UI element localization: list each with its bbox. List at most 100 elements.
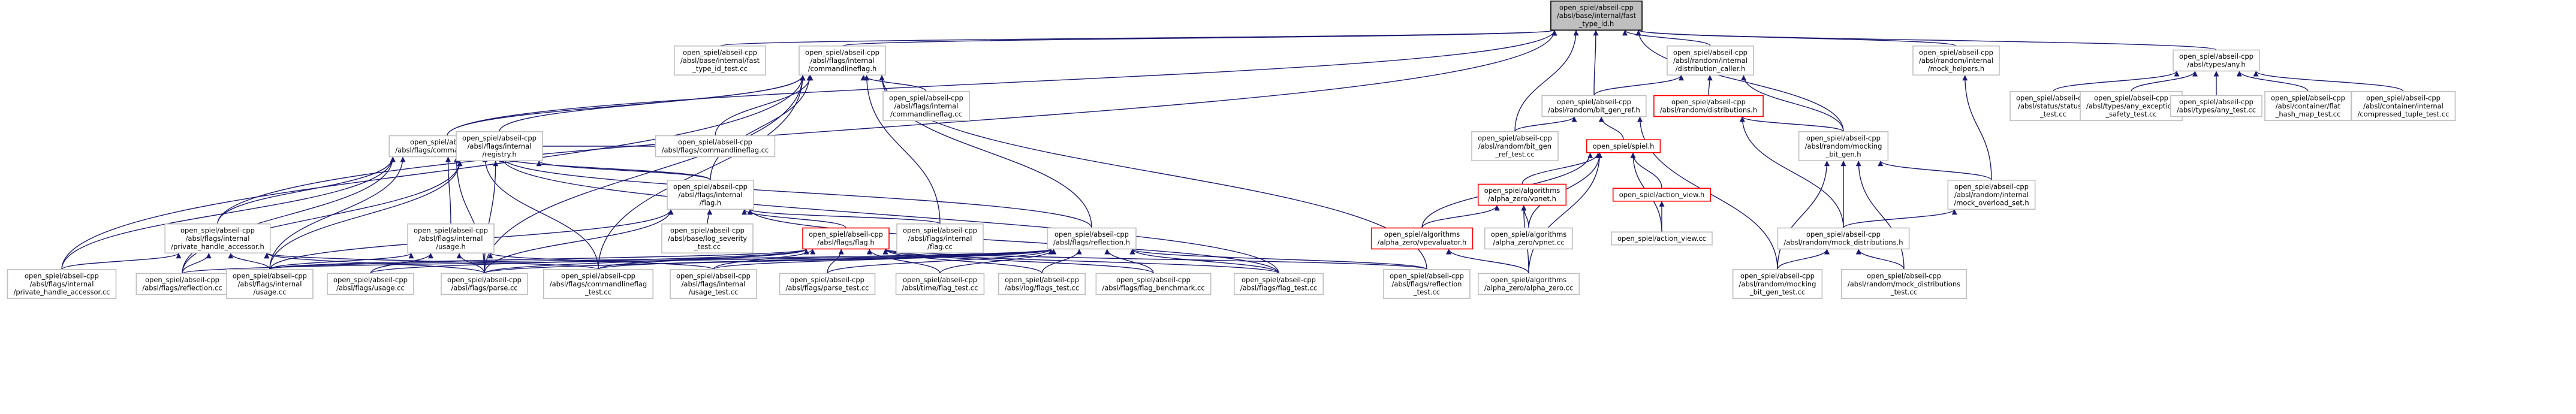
edge (484, 209, 674, 274)
node-distribution-caller[interactable]: open_spiel/abseil-cpp/absl/random/intern… (1667, 45, 1754, 76)
node-distributions-h[interactable]: open_spiel/abseil-cpp/absl/random/distri… (1653, 95, 1764, 117)
node-parse-cc[interactable]: open_spiel/abseil-cpp/absl/flags/parse.c… (441, 273, 528, 295)
node-label-line: open_spiel/abseil-cpp (1867, 271, 1941, 280)
node-parse-test[interactable]: open_spiel/abseil-cpp/absl/flags/parse_t… (779, 273, 876, 295)
edge-any-h-to-statusor-test (2053, 70, 2180, 92)
edge-distributions-h-to-mock-distributions-h (1739, 116, 1844, 228)
node-box (2173, 49, 2260, 72)
node-usage-cc-int[interactable]: open_spiel/abseil-cpp/absl/flags/interna… (226, 268, 314, 300)
edge (1622, 29, 1711, 47)
edge-reflection-h-to-usage-cc-int (269, 248, 1053, 270)
edge (715, 75, 814, 136)
node-box (1653, 95, 1764, 117)
node-label-line: /absl/flags/commandlineflag.cc (662, 146, 769, 155)
node-label-line: open_spiel/abseil-cpp (1954, 182, 2029, 191)
edge (482, 156, 599, 270)
edge-reflection-h-to-reflection-cc (182, 248, 1053, 274)
edge (1777, 249, 1830, 270)
node-label-line: open_spiel/abseil-cpp (2179, 98, 2253, 106)
node-label-line: open_spiel/abseil-cpp (1116, 276, 1191, 284)
node-commandlineflag-test[interactable]: open_spiel/abseil-cpp/absl/flags/command… (543, 268, 654, 300)
node-bit-gen-ref[interactable]: open_spiel/abseil-cpp/absl/random/bit_ge… (1541, 95, 1647, 117)
node-flag-h[interactable]: open_spiel/abseil-cpp/absl/flags/flag.h (802, 227, 890, 250)
node-flag-h-int[interactable]: open_spiel/abseil-cpp/absl/flags/interna… (667, 179, 754, 210)
node-any-exception[interactable]: open_spiel/abseil-cpp/absl/types/any_exc… (2080, 90, 2183, 122)
edge-private-handle-accessor-h-to-private-handle-accessor-cc (61, 252, 182, 270)
node-usage-cc[interactable]: open_spiel/abseil-cpp/absl/flags/usage.c… (327, 273, 414, 295)
node-label-line: open_spiel/abseil-cpp (670, 226, 745, 234)
edge-reflection-h-to-flag-benchmark (1104, 249, 1154, 274)
edge (710, 75, 812, 180)
edge (1104, 249, 1154, 274)
node-mock-helpers[interactable]: open_spiel/abseil-cpp/absl/random/intern… (1912, 45, 2000, 76)
node-label-line: open_spiel/abseil-cpp (1390, 271, 1464, 280)
node-label-line: /absl/flags/internal (186, 234, 250, 243)
node-label-line: /absl/container/internal (2363, 102, 2444, 110)
node-private-handle-accessor-h[interactable]: open_spiel/abseil-cpp/absl/flags/interna… (164, 223, 271, 254)
node-statusor-test[interactable]: open_spiel/abseil-cpp/absl/status/status… (2009, 90, 2097, 122)
node-alpha-zero-vpnet-cc[interactable]: open_spiel/algorithms/alpha_zero/vpnet.c… (1484, 227, 1574, 250)
node-flag-cc-int[interactable]: open_spiel/abseil-cpp/absl/flags/interna… (896, 223, 984, 254)
edge (484, 75, 806, 274)
edge-fast-type-id-to-fast-type-id-test (719, 29, 1557, 47)
node-fast-type-id-test[interactable]: open_spiel/abseil-cpp/absl/base/internal… (674, 45, 766, 76)
edge-commandlineflag-h-to-usage-h-int (445, 156, 451, 224)
node-mocking-bit-gen[interactable]: open_spiel/abseil-cpp/absl/random/mockin… (1798, 131, 1889, 162)
node-label-line: /absl/base/internal/fast (680, 56, 760, 65)
node-bit-gen-ref-test[interactable]: open_spiel/abseil-cpp/absl/random/bit_ge… (1471, 131, 1559, 162)
node-spiel-h[interactable]: open_spiel/spiel.h (1586, 139, 1661, 153)
edge-commandlineflag-h-int-to-registry (499, 75, 806, 132)
node-label-line: _ref_test.cc (1495, 150, 1535, 158)
node-mock-overload-set[interactable]: open_spiel/abseil-cpp/absl/random/intern… (1947, 179, 2036, 210)
node-label-line: open_spiel/algorithms (1384, 230, 1460, 238)
node-commandlineflag-cc-int[interactable]: open_spiel/abseil-cpp/absl/flags/interna… (882, 90, 970, 122)
edge-reflection-h-to-log-flags-test (1041, 249, 1082, 274)
node-private-handle-accessor-cc[interactable]: open_spiel/abseil-cpp/absl/flags/interna… (7, 268, 117, 300)
node-label-line: /flag.h (700, 198, 721, 207)
node-flag-benchmark[interactable]: open_spiel/abseil-cpp/absl/flags/flag_be… (1095, 273, 1212, 295)
node-action-view-h[interactable]: open_spiel/action_view.h (1612, 188, 1712, 202)
edge-registry-to-reflection-cc (182, 161, 463, 274)
edge (1878, 160, 1992, 181)
node-vpevaluator-h[interactable]: open_spiel/algorithms/alpha_zero/vpevalu… (1370, 227, 1474, 250)
node-fast-type-id[interactable]: open_spiel/abseil-cpp/absl/base/internal… (1550, 0, 1643, 31)
node-mock-distributions-test[interactable]: open_spiel/abseil-cpp/absl/random/mock_d… (1841, 268, 1967, 300)
edge-fast-type-id-to-private-handle-accessor-h (217, 30, 1557, 224)
node-box (441, 273, 528, 295)
node-registry[interactable]: open_spiel/abseil-cpp/absl/flags/interna… (456, 131, 543, 162)
node-compressed-tuple-test[interactable]: open_spiel/abseil-cpp/absl/container/int… (2351, 90, 2456, 122)
node-reflection-cc[interactable]: open_spiel/abseil-cpp/absl/flags/reflect… (135, 273, 229, 295)
node-action-view-cc[interactable]: open_spiel/action_view.cc (1611, 231, 1713, 246)
node-time-flag-test[interactable]: open_spiel/abseil-cpp/absl/time/flag_tes… (895, 273, 985, 295)
node-box (1947, 179, 2036, 210)
node-flat-hash-map-test[interactable]: open_spiel/abseil-cpp/absl/container/fla… (2264, 90, 2352, 122)
node-label-line: open_spiel/spiel.h (1593, 142, 1655, 150)
node-label-line: _test.cc (694, 242, 721, 250)
node-label-line: /absl/random/internal (1919, 56, 1993, 65)
node-commandlineflag-cc[interactable]: open_spiel/abseil-cpp/absl/flags/command… (655, 135, 776, 158)
node-mocking-bit-gen-test[interactable]: open_spiel/abseil-cpp/absl/random/mockin… (1732, 268, 1823, 300)
node-label-line: /absl/flags/internal (811, 56, 875, 65)
node-mock-distributions-h[interactable]: open_spiel/abseil-cpp/absl/random/mock_d… (1777, 227, 1910, 250)
node-reflection-test[interactable]: open_spiel/abseil-cpp/absl/flags/reflect… (1383, 268, 1471, 300)
node-any-h[interactable]: open_spiel/abseil-cpp/absl/types/any.h (2173, 49, 2260, 72)
node-any-test[interactable]: open_spiel/abseil-cpp/absl/types/any_tes… (2170, 95, 2262, 117)
edge (1528, 152, 1602, 274)
edge (1843, 208, 1957, 229)
node-reflection-h[interactable]: open_spiel/abseil-cpp/absl/flags/reflect… (1047, 227, 1137, 250)
node-log-severity-test[interactable]: open_spiel/abseil-cpp/absl/base/log_seve… (661, 223, 754, 254)
node-alpha-zero-vpnet-h[interactable]: open_spiel/algorithms/alpha_zero/vpnet.h (1477, 183, 1567, 206)
edge-reflection-h-to-flag-test (1129, 249, 1279, 274)
node-label-line: /alpha_zero/vpnet.cc (1493, 238, 1564, 247)
node-label-line: _safety_test.cc (2105, 110, 2156, 118)
node-log-flags-test[interactable]: open_spiel/abseil-cpp/absl/log/flags_tes… (998, 273, 1086, 295)
edge (61, 156, 396, 270)
node-box (1047, 227, 1137, 250)
node-label-line: open_spiel/abseil-cpp (1054, 230, 1129, 238)
node-commandlineflag-h-int[interactable]: open_spiel/abseil-cpp/absl/flags/interna… (799, 45, 886, 76)
node-box (1912, 45, 2000, 76)
node-alpha-zero-cc[interactable]: open_spiel/algorithms/alpha_zero/alpha_z… (1478, 273, 1580, 295)
node-usage-h-int[interactable]: open_spiel/abseil-cpp/absl/flags/interna… (407, 223, 495, 254)
node-flag-test[interactable]: open_spiel/abseil-cpp/absl/flags/flag_te… (1233, 273, 1324, 295)
node-usage-test-int[interactable]: open_spiel/abseil-cpp/absl/flags/interna… (670, 268, 757, 300)
